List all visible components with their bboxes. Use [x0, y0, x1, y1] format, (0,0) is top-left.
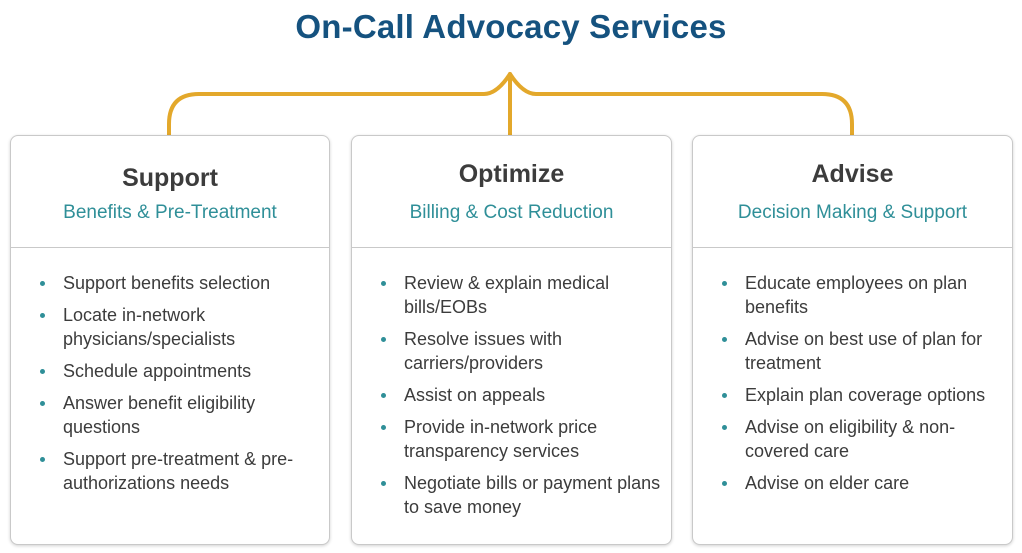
- card-advise: Advise Decision Making & Support Educate…: [692, 135, 1013, 545]
- list-item-text: Locate in-network physicians/specialists: [63, 305, 236, 349]
- list-item-text: Advise on elder care: [745, 473, 910, 493]
- list-item: Review & explain medical bills/EOBs: [381, 271, 661, 319]
- list-item-text: Advise on eligibility & non-covered care: [745, 417, 956, 461]
- list-item-text: Assist on appeals: [404, 385, 546, 405]
- card-subtitle: Billing & Cost Reduction: [409, 202, 614, 223]
- bullet-icon: [381, 425, 386, 430]
- card-subtitle: Decision Making & Support: [737, 202, 968, 223]
- card-header: Support Benefits & Pre-Treatment: [11, 136, 329, 248]
- list-item-text: Schedule appointments: [63, 361, 252, 381]
- bullet-icon: [40, 457, 45, 462]
- list-item-text: Review & explain medical bills/EOBs: [404, 273, 610, 317]
- list-item: Advise on best use of plan for treatment: [722, 327, 1002, 375]
- card-subtitle: Benefits & Pre-Treatment: [63, 202, 277, 223]
- list-item: Educate employees on plan benefits: [722, 271, 1002, 319]
- card-header: Advise Decision Making & Support: [693, 136, 1012, 248]
- page-title: On-Call Advocacy Services: [295, 8, 727, 45]
- list-item-text: Explain plan coverage options: [745, 385, 986, 405]
- bullet-icon: [381, 481, 386, 486]
- list-item: Resolve issues with carriers/providers: [381, 327, 661, 375]
- list-item: Answer benefit eligibility questions: [40, 391, 319, 439]
- list-item-text: Resolve issues with carriers/providers: [404, 329, 563, 373]
- list-item: Locate in-network physicians/specialists: [40, 303, 319, 351]
- list-item: Schedule appointments: [40, 359, 319, 383]
- bullet-icon: [722, 393, 727, 398]
- list-item-text: Support benefits selection: [63, 273, 271, 293]
- card-support: Support Benefits & Pre-Treatment Support…: [10, 135, 330, 545]
- bullet-icon: [381, 281, 386, 286]
- bullet-icon: [40, 281, 45, 286]
- card-optimize: Optimize Billing & Cost Reduction Review…: [351, 135, 672, 545]
- bullet-icon: [722, 425, 727, 430]
- list-item-text: Educate employees on plan benefits: [745, 273, 968, 317]
- bullet-icon: [40, 401, 45, 406]
- list-item-text: Answer benefit eligibility questions: [63, 393, 256, 437]
- bullet-icon: [381, 337, 386, 342]
- card-item-list: Review & explain medical bills/EOBs Reso…: [381, 271, 661, 527]
- bullet-icon: [40, 313, 45, 318]
- list-item: Advise on elder care: [722, 471, 1002, 495]
- list-item: Assist on appeals: [381, 383, 661, 407]
- list-item: Advise on eligibility & non-covered care: [722, 415, 1002, 463]
- list-item: Explain plan coverage options: [722, 383, 1002, 407]
- card-item-list: Educate employees on plan benefits Advis…: [722, 271, 1002, 503]
- list-item-text: Support pre-treatment & pre-authorizatio…: [63, 449, 294, 493]
- bullet-icon: [722, 281, 727, 286]
- card-header: Optimize Billing & Cost Reduction: [352, 136, 671, 248]
- bullet-icon: [722, 481, 727, 486]
- list-item-text: Negotiate bills or payment plans to save…: [404, 473, 661, 517]
- list-item-text: Advise on best use of plan for treatment: [745, 329, 983, 373]
- card-title: Advise: [811, 160, 894, 188]
- card-title: Optimize: [458, 160, 565, 188]
- list-item: Provide in-network price transparency se…: [381, 415, 661, 463]
- card-item-list: Support benefits selection Locate in-net…: [40, 271, 319, 503]
- bullet-icon: [722, 337, 727, 342]
- list-item: Negotiate bills or payment plans to save…: [381, 471, 661, 519]
- list-item: Support pre-treatment & pre-authorizatio…: [40, 447, 319, 495]
- bullet-icon: [40, 369, 45, 374]
- card-title: Support: [122, 164, 218, 192]
- bullet-icon: [381, 393, 386, 398]
- list-item: Support benefits selection: [40, 271, 319, 295]
- list-item-text: Provide in-network price transparency se…: [404, 417, 598, 461]
